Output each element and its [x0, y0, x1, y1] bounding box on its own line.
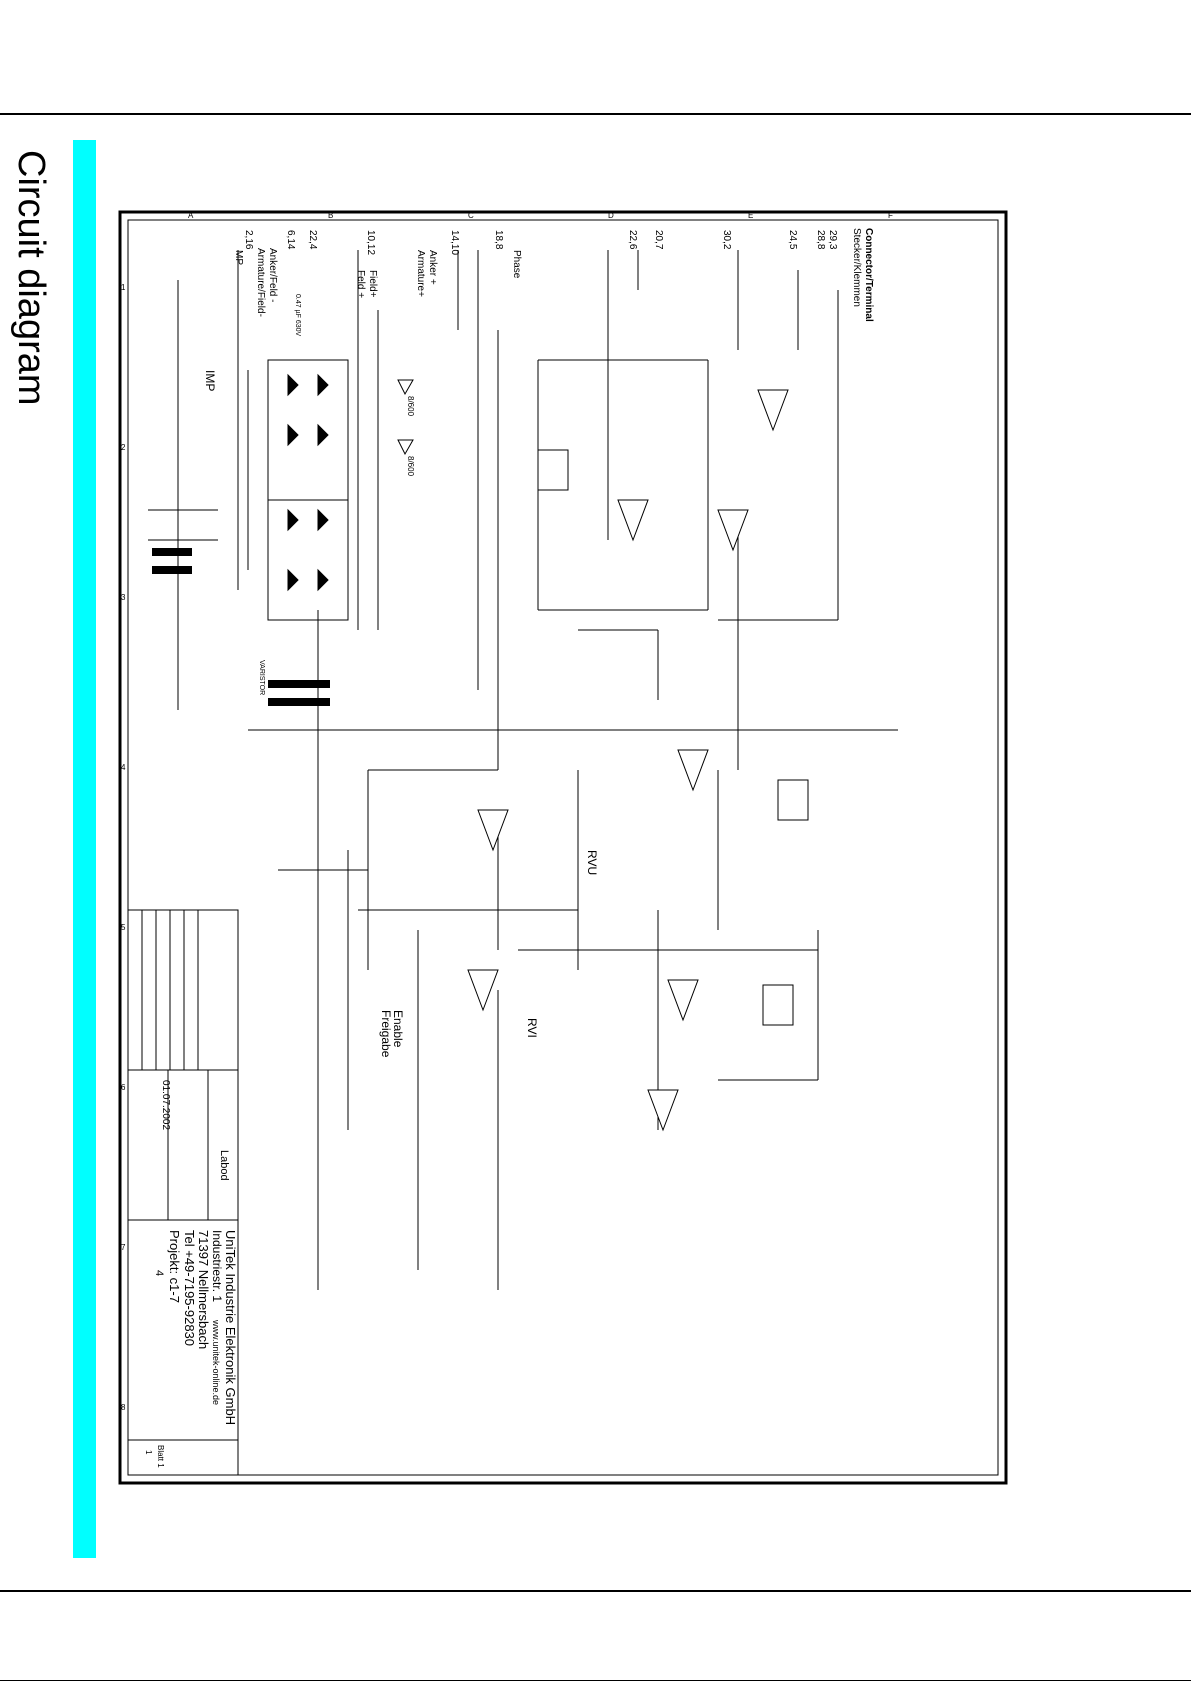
label-feld-plus: Feld + — [355, 270, 366, 298]
pin-2-16: 2,16 — [243, 230, 254, 250]
ic-switch — [777, 779, 809, 821]
pin-10-12: 10,12 — [365, 230, 376, 255]
transformers — [152, 548, 330, 706]
row-num-4: 4 — [121, 763, 126, 772]
row-num-3: 3 — [121, 593, 126, 602]
top-rule — [0, 113, 1191, 115]
thyristor-d20 — [397, 439, 414, 456]
label-enable: Enable — [391, 1010, 405, 1048]
transformer-core — [268, 698, 330, 706]
connector-header-de: Stecker/Klemmen — [851, 228, 862, 307]
pin-22-4: 22,4 — [307, 230, 318, 250]
sheet-label: Blatt 1 — [156, 1445, 165, 1468]
connector-header: Connector/Terminal — [863, 228, 874, 322]
diode-symbols — [287, 373, 329, 447]
company-web: www.unitek-online.de — [211, 1319, 221, 1405]
section-title-text: Circuit diagram — [10, 150, 52, 406]
col-letter-a: A — [188, 211, 194, 220]
op-amp — [647, 1089, 679, 1132]
label-anker-feld-minus: Anker/Feld - — [267, 248, 278, 302]
label-rvi: RVI — [525, 1018, 539, 1038]
label-armature-plus: Armature+ — [415, 250, 426, 297]
row-num-5: 5 — [121, 923, 126, 932]
switch-ics — [537, 449, 809, 1026]
project-name: Projekt: c1-7 — [167, 1230, 182, 1303]
row-num-6: 6 — [121, 1083, 126, 1092]
transformer-core — [268, 680, 330, 688]
circuit-schematic-sheet: A B C D E F 1 2 3 4 5 6 7 8 Connector/Te… — [118, 210, 1008, 1485]
title-block — [127, 909, 239, 1476]
section-color-bar — [73, 140, 96, 1558]
label-freigabe: Freigabe — [379, 1010, 393, 1058]
connector-labels: Connector/Terminal Stecker/Klemmen 24,5 … — [233, 228, 874, 322]
company-name: UniTek Industrie Elektronik GmbH — [223, 1230, 238, 1425]
circuit-annotations: Enable Freigabe RVU RVI IMP 0.47 µF 630V… — [203, 294, 599, 1058]
ic-switch — [537, 449, 569, 491]
row-num-1: 1 — [121, 283, 126, 292]
project-number: 4 — [153, 1270, 165, 1276]
label-d21: 8/600 — [406, 396, 415, 417]
company-street: Industriestr. 1 — [210, 1230, 224, 1302]
pin-6-14: 6,14 — [285, 230, 296, 250]
thyristor-d21 — [397, 379, 414, 396]
column-letters: A B C D E F — [188, 211, 893, 220]
label-imp: IMP — [203, 370, 217, 391]
label-varistor: VARISTOR — [258, 660, 265, 695]
op-amp — [467, 969, 499, 1012]
thyristors — [397, 379, 414, 456]
op-amp — [617, 499, 649, 542]
label-phase: Phase — [511, 250, 522, 279]
pin-24-5: 24,5 — [787, 230, 798, 250]
op-amp — [757, 389, 789, 432]
col-letter-f: F — [888, 211, 893, 220]
pin-30-2: 30,2 — [721, 230, 732, 250]
col-letter-c: C — [468, 211, 474, 220]
op-amps — [467, 389, 789, 1132]
drawn-by: Labod — [218, 1150, 230, 1181]
wiring — [148, 250, 898, 1290]
label-rvu: RVU — [585, 850, 599, 875]
pin-20-7: 20,7 — [653, 230, 664, 250]
bridge-box — [267, 499, 349, 621]
circuit-schematic: A B C D E F 1 2 3 4 5 6 7 8 Connector/Te… — [118, 210, 1008, 1485]
op-amp — [677, 749, 709, 792]
pin-28-8: 28,8 — [815, 230, 826, 250]
sheet-of: 1 — [144, 1450, 153, 1455]
diode-symbols — [287, 508, 329, 592]
pin-14-10: 14,10 — [449, 230, 460, 255]
ic-switch — [762, 984, 794, 1026]
row-num-2: 2 — [121, 443, 126, 452]
transformer-core — [152, 566, 192, 574]
label-d20: 8/600 — [406, 456, 415, 477]
drawing-date: 01.07.2002 — [160, 1080, 171, 1130]
row-num-8: 8 — [121, 1403, 126, 1412]
diode-bridge — [267, 359, 349, 621]
footer-line — [0, 1680, 1191, 1681]
col-letter-e: E — [748, 211, 753, 220]
pin-29-3: 29,3 — [827, 230, 838, 250]
section-title: Circuit diagram — [0, 150, 70, 430]
label-armature-field-minus: Armature/Field- — [255, 248, 266, 317]
op-amp — [667, 979, 699, 1022]
sheet-inner-frame — [127, 219, 999, 1476]
sheet-outer-frame — [118, 210, 1008, 1485]
label-anker-plus: Anker + — [427, 250, 438, 285]
label-field-plus: Field+ — [367, 270, 378, 298]
bottom-rule — [0, 1590, 1191, 1592]
col-letter-d: D — [608, 211, 614, 220]
company-tel: Tel +49-7195-92830 — [182, 1230, 197, 1346]
pin-22-6: 22,6 — [627, 230, 638, 250]
title-block-frame — [127, 909, 239, 1476]
op-amp — [477, 809, 509, 852]
col-letter-b: B — [328, 211, 333, 220]
company-city: 71397 Nellmersbach — [196, 1230, 211, 1349]
row-num-7: 7 — [121, 1243, 126, 1252]
row-numbers: 1 2 3 4 5 6 7 8 — [121, 283, 126, 1412]
transformer-core — [152, 548, 192, 556]
op-amp — [717, 509, 749, 552]
thyristor-labels: 8/600 8/600 — [406, 396, 415, 477]
label-cap-c5: 0.47 µF 630V — [294, 294, 301, 337]
title-block-texts: UniTek Industrie Elektronik GmbH Industr… — [144, 1080, 238, 1468]
pin-18-8: 18,8 — [493, 230, 504, 250]
